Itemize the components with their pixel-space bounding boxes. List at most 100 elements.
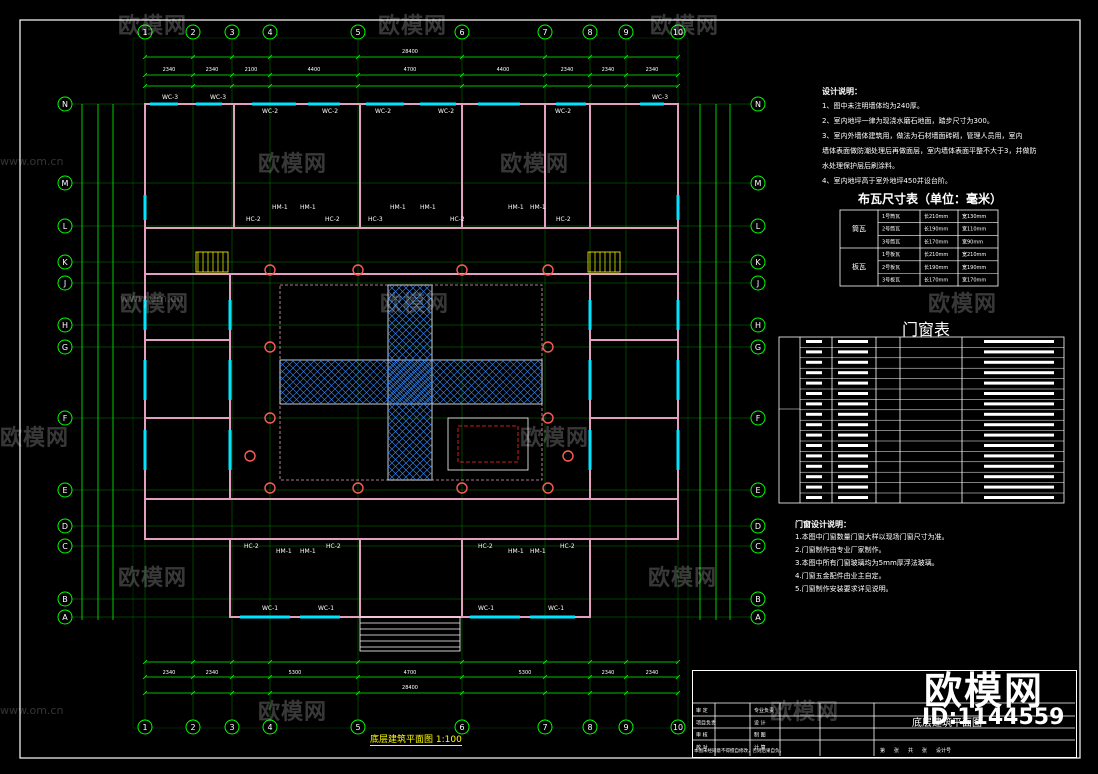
table-cell-mark <box>984 402 1054 406</box>
axis-bubble <box>750 591 766 607</box>
axis-label: 6 <box>459 723 464 732</box>
paving-hatch <box>430 284 433 287</box>
table-cell-mark <box>838 360 868 364</box>
paving-hatch <box>387 451 417 481</box>
axis-bubble <box>618 719 634 735</box>
paving-hatch <box>480 359 526 405</box>
table-cell-mark <box>984 444 1054 447</box>
paving-hatch <box>416 464 433 481</box>
axis-bubble <box>262 719 278 735</box>
titleblock-label: 张 <box>922 747 927 754</box>
door-note-item: 1.本图中门窗数量门窗大样以现场门窗尺寸为准。 <box>795 533 949 541</box>
axis-label: D <box>755 522 761 531</box>
door-tag: HC-3 <box>368 216 383 223</box>
column-mark <box>264 264 276 276</box>
door-tag: HM-1 <box>530 204 546 211</box>
axis-label: B <box>62 595 68 604</box>
dimension-label: 4400 <box>497 67 510 73</box>
watermark-text: 欧模网 <box>520 426 590 451</box>
table-cell-mark <box>838 433 868 437</box>
paving-hatch <box>387 311 433 357</box>
axis-bubble <box>582 24 598 40</box>
dimension-label: 2340 <box>602 67 615 73</box>
column-mark <box>352 264 364 276</box>
titleblock-label: 第 <box>880 747 885 754</box>
tile-group-label: 筒瓦 <box>852 224 866 233</box>
titleblock-label: 审 定 <box>696 707 708 714</box>
axis-bubble <box>750 275 766 291</box>
watermark-url: www.om.cn <box>120 292 184 305</box>
axis-bubble <box>57 96 73 112</box>
table-cell-mark <box>838 381 868 385</box>
axis-label: 3 <box>229 723 234 732</box>
tile-cell: 宽130mm <box>962 213 986 220</box>
axis-bubble <box>137 719 153 735</box>
watermark-text: 欧模网 <box>378 14 448 39</box>
axis-label: 7 <box>542 723 547 732</box>
axis-label: J <box>63 279 66 288</box>
axis-bubble <box>750 518 766 534</box>
paving-hatch <box>387 401 433 447</box>
door-note-item: 2.门窗制作由专业厂家制作。 <box>795 546 886 554</box>
table-cell-mark <box>838 454 868 458</box>
paving-hatch <box>409 284 433 308</box>
window-tag: WC-2 <box>322 108 338 115</box>
titleblock-label: 共 <box>908 747 913 754</box>
watermark-text: 欧模网 <box>118 566 188 591</box>
paving-hatch <box>402 450 433 481</box>
axis-label: N <box>62 100 68 109</box>
titleblock-label: 设 计 <box>754 719 766 726</box>
axis-label: G <box>755 343 761 352</box>
column-mark <box>264 341 276 353</box>
axis-label: F <box>63 414 68 423</box>
paving-hatch <box>402 284 433 315</box>
axis-bubble <box>57 482 73 498</box>
plan-title: 底层建筑平面图 1:100 <box>370 732 462 746</box>
axis-label: E <box>755 486 760 495</box>
window-tag: WC-2 <box>375 108 391 115</box>
table-cell-mark <box>984 371 1054 375</box>
table-cell-mark <box>838 475 868 479</box>
design-note-item: 墙体表面做防潮处理后再做面层，室内墙体表面平整不大于3，并做防 <box>822 147 1037 155</box>
axis-label: 1 <box>142 28 147 37</box>
titleblock-disclaimer: 本图未经同意不得擅自修改，否则后果自负。 <box>694 747 784 754</box>
table-cell-mark <box>984 340 1054 343</box>
paving-hatch <box>445 359 491 405</box>
paving-hatch <box>312 359 358 405</box>
door-tag: HC-2 <box>325 216 340 223</box>
paving-hatch <box>522 384 543 405</box>
axis-label: 4 <box>267 28 272 37</box>
axis-bubble <box>57 317 73 333</box>
table-cell-mark <box>838 485 868 489</box>
dimension-label: 2340 <box>163 670 176 676</box>
titleblock-label: 项目负责 <box>696 719 716 726</box>
table-cell-mark <box>806 371 822 375</box>
door-note-item: 3.本图中所有门窗玻璃均为5mm厚浮法玻璃。 <box>795 559 939 567</box>
paving-hatch <box>279 359 323 403</box>
paving-hatch <box>387 408 433 454</box>
axis-label: 3 <box>229 28 234 37</box>
paving-hatch <box>387 429 433 475</box>
table-cell-mark <box>838 412 868 416</box>
titleblock-label: 专业负责 <box>754 707 774 714</box>
paving-hatch <box>279 375 309 405</box>
paving-hatch <box>305 359 351 405</box>
table-cell-mark <box>838 423 868 427</box>
brand-badge: 欧模网 <box>924 669 1045 713</box>
table-cell-mark <box>838 371 868 375</box>
axis-label: F <box>756 414 761 423</box>
paving-hatch <box>536 398 543 405</box>
column-mark <box>352 482 364 494</box>
paving-hatch <box>529 359 543 373</box>
paving-hatch <box>473 359 519 405</box>
axis-label: 1 <box>142 723 147 732</box>
tile-cell: 长190mm <box>924 226 948 233</box>
dimension-total: 28400 <box>402 49 418 55</box>
axis-bubble <box>185 719 201 735</box>
tile-cell: 长170mm <box>924 277 948 284</box>
dimension-label: 2340 <box>602 670 615 676</box>
paving-hatch <box>494 359 540 405</box>
table-cell-mark <box>806 340 822 343</box>
table-cell-mark <box>806 496 822 499</box>
